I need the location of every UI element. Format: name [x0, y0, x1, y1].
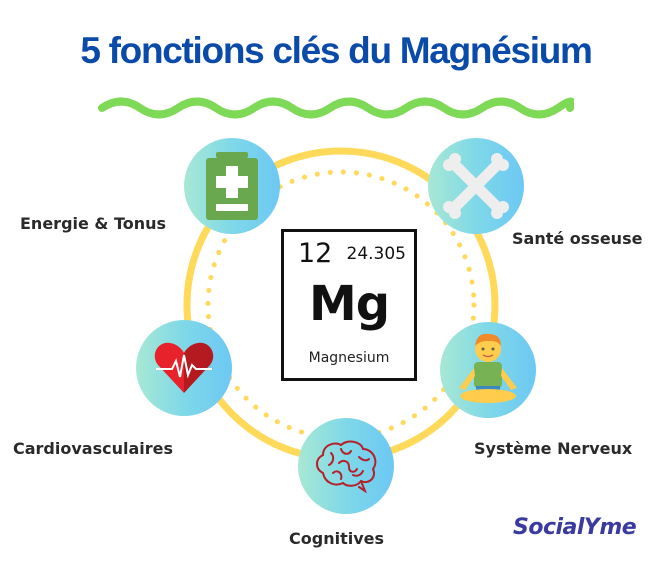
element-name: Magnesium — [308, 350, 390, 366]
brain-icon — [316, 440, 377, 493]
wave-divider — [98, 97, 574, 119]
label-systeme-nerveux: Système Nerveux — [474, 439, 633, 458]
label-cognitives: Cognitives — [289, 529, 384, 548]
brand-logo: SocialYme — [513, 515, 637, 540]
label-energie-tonus: Energie & Tonus — [20, 214, 167, 233]
heart-icon-circle — [136, 320, 232, 416]
atomic-number: 12 — [298, 238, 333, 269]
periodic-element-card: 12 24.305 Mg Magnesium — [281, 229, 417, 381]
meditation-icon-circle — [440, 322, 536, 418]
crossed-bones-icon — [443, 153, 509, 219]
bone-icon-circle — [428, 138, 524, 234]
element-symbol: Mg — [308, 276, 390, 332]
brain-icon-circle — [298, 418, 394, 514]
battery-plus-icon — [206, 152, 258, 220]
energy-icon-circle — [184, 138, 280, 234]
page-title: 5 fonctions clés du Magnésium — [80, 30, 593, 71]
atomic-mass: 24.305 — [346, 244, 406, 264]
label-sante-osseuse: Santé osseuse — [512, 229, 643, 248]
label-cardiovasculaires: Cardiovasculaires — [13, 439, 174, 458]
heart-pulse-icon — [154, 342, 214, 393]
meditating-person-icon — [459, 333, 517, 403]
